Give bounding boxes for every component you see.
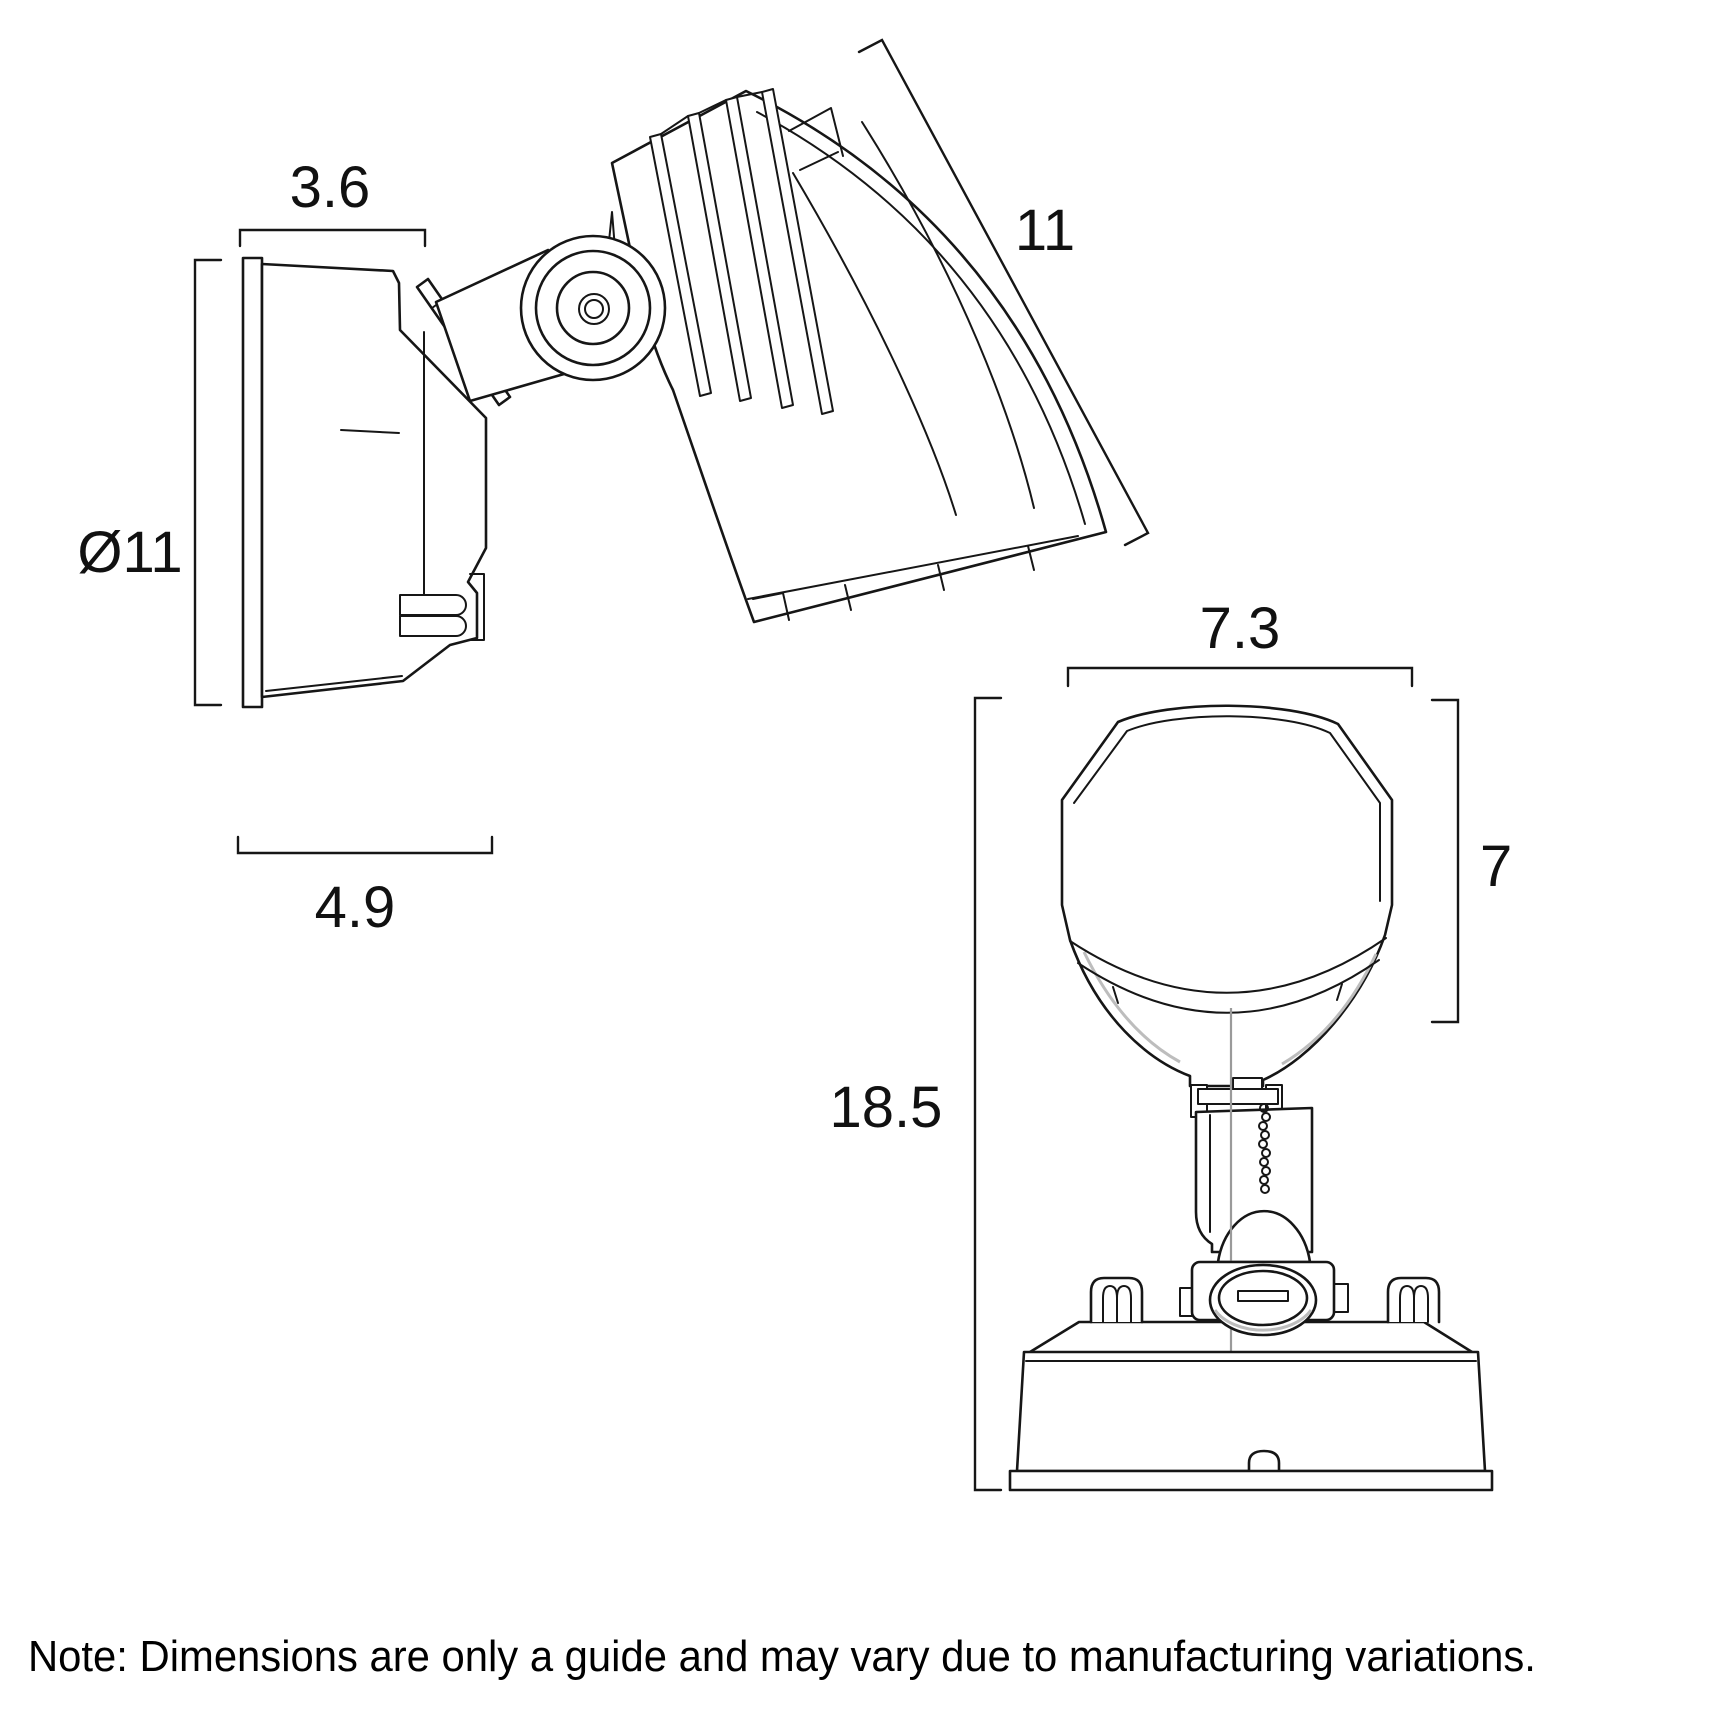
fin-2 [687, 112, 752, 402]
dim-11-line [857, 38, 1150, 547]
dim-7-3: 7.3 [1066, 596, 1414, 688]
conduit-bracket [469, 573, 485, 641]
head-rim-inner-line [747, 535, 1079, 600]
fin-3 [725, 96, 794, 409]
wall-plate [241, 256, 264, 709]
clamp-bar [1197, 1088, 1279, 1105]
cooling-fins [602, 88, 844, 415]
side-view: 3.6 Ø11 4.9 11 [77, 38, 1150, 940]
knuckle-tab-right [1333, 1283, 1349, 1313]
base-body [1015, 1350, 1487, 1473]
dim-3-6: 3.6 [238, 155, 427, 248]
dim-11: 11 [857, 38, 1150, 547]
bowl-rim-arc-1 [1069, 937, 1387, 994]
conduit-pipe-bottom [399, 615, 467, 637]
dim-7-label: 7 [1480, 834, 1512, 899]
fin-ear-detail [788, 107, 844, 171]
clamp [1190, 1077, 1283, 1118]
base-knuckle [1179, 1260, 1349, 1337]
dim-11-label: 11 [1015, 198, 1075, 263]
knuckle-tab-left [1179, 1287, 1193, 1317]
base-cable-bump [1247, 1449, 1281, 1473]
head-lip-line [756, 111, 1086, 525]
mount-body-step [340, 429, 400, 434]
bowl-rim-arc-2 [1077, 959, 1380, 1014]
pivot-outer-ring [519, 234, 667, 382]
pivot-dome [1216, 1209, 1312, 1264]
clamp-cap [1232, 1077, 1263, 1090]
screw-boss-shade [1213, 1309, 1313, 1332]
dim-dia-11-label: Ø11 [77, 520, 182, 585]
fin-top-profile [660, 91, 763, 135]
dim-18-5-bracket [973, 696, 1003, 1492]
pivot-mid-ring [534, 249, 652, 367]
wing-nut-left [1089, 1276, 1144, 1324]
front-view: 7.3 7 18.5 [830, 596, 1512, 1492]
dim-dia-11: Ø11 [77, 258, 223, 707]
dim-7-3-bracket [1066, 666, 1414, 688]
mount-body-bottom-line [265, 675, 403, 692]
dim-18-5-label: 18.5 [830, 1075, 943, 1140]
lamp-head-side [610, 89, 1108, 624]
pivot-pin-inner [584, 299, 604, 319]
conduit-pipe-top [399, 594, 467, 616]
dim-7-bracket [1430, 698, 1460, 1024]
wing-nut-right [1386, 1276, 1441, 1324]
head-panel-line-2 [861, 121, 1035, 509]
fin-1 [649, 133, 712, 397]
front-head [1060, 704, 1394, 1088]
note-text: Note: Dimensions are only a guide and ma… [28, 1632, 1536, 1681]
dim-7-3-label: 7.3 [1200, 596, 1281, 661]
head-rim-segments [752, 545, 1035, 621]
dim-3-6-bracket [238, 228, 427, 248]
base-flange [1008, 1469, 1494, 1492]
pivot-inner-ring [555, 270, 631, 346]
screw-boss-inner [1217, 1269, 1309, 1327]
dim-4-9: 4.9 [236, 835, 494, 940]
dim-3-6-label: 3.6 [290, 155, 371, 220]
head-panel-line-1 [792, 172, 957, 516]
bowl-shade-left [1082, 951, 1181, 1064]
bowl-rim-ticks [1112, 983, 1343, 1004]
dim-4-9-bracket [236, 835, 494, 855]
screw-slot [1237, 1290, 1289, 1302]
dim-4-9-label: 4.9 [315, 875, 396, 940]
dim-7: 7 [1430, 698, 1512, 1024]
pivot-pin-outer [578, 293, 610, 325]
base [1008, 1320, 1494, 1492]
dim-dia-11-bracket [193, 258, 223, 707]
pivot-joint [519, 234, 667, 382]
dim-18-5: 18.5 [830, 696, 1003, 1492]
front-head-inner-line [1073, 715, 1381, 902]
mount-body [260, 262, 488, 699]
fin-4 [761, 88, 834, 415]
ball-chain [1258, 1103, 1271, 1194]
bowl-shade-right [1281, 953, 1378, 1066]
